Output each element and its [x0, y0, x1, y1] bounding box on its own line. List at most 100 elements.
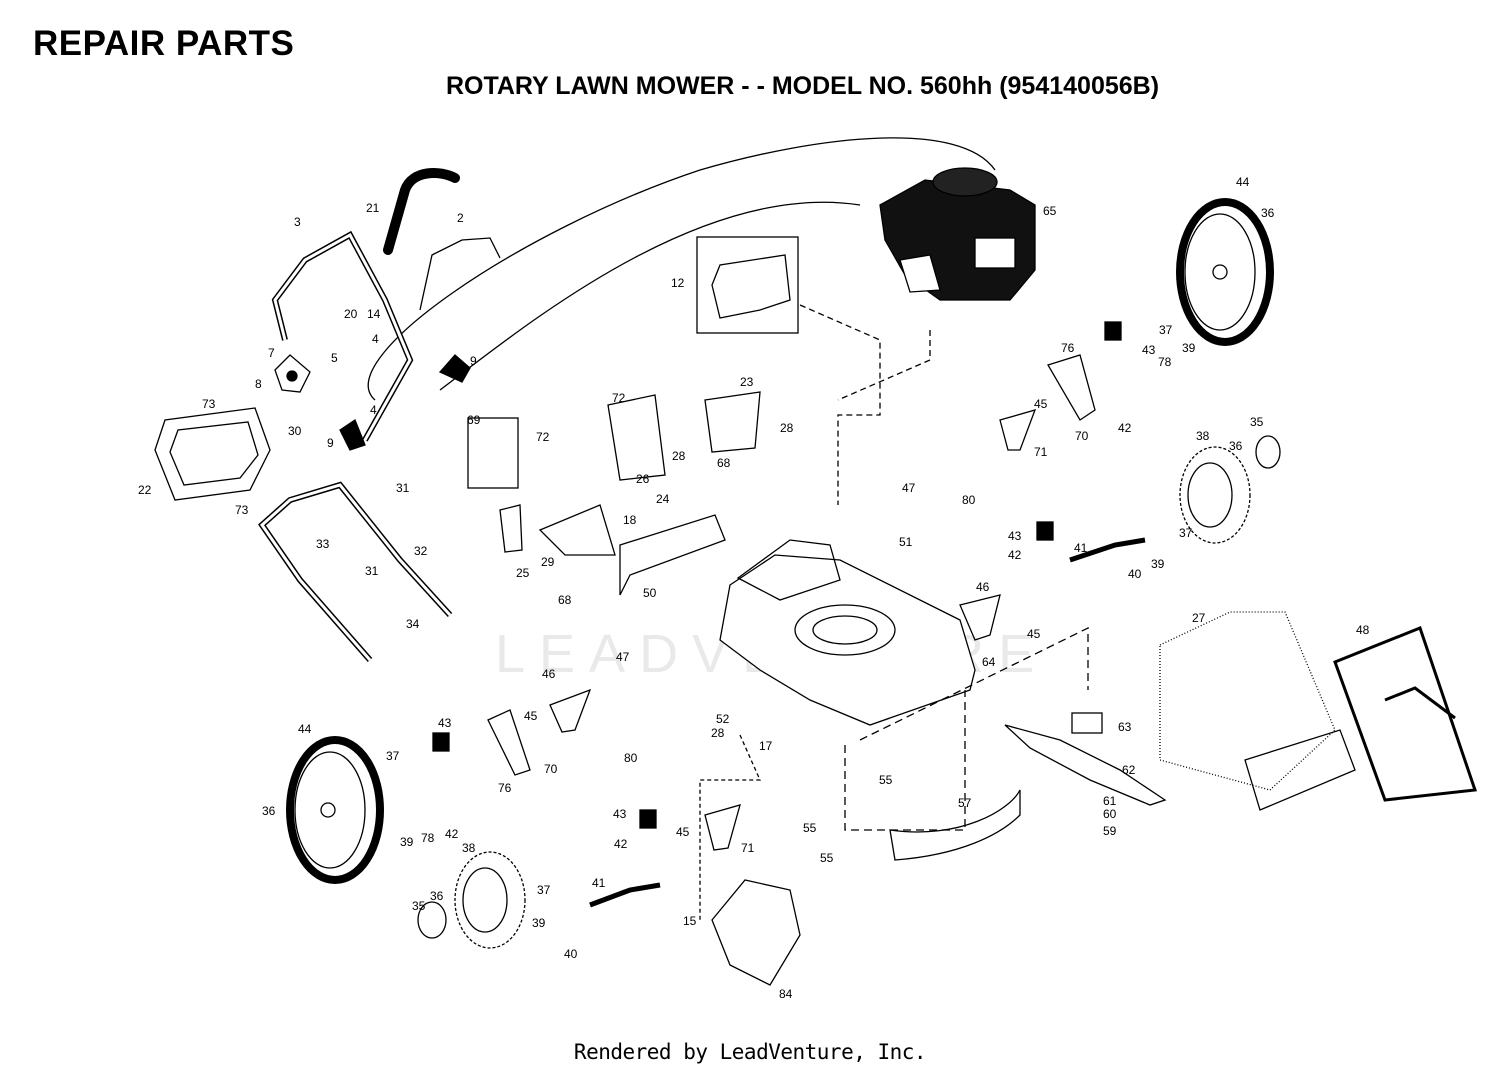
callout-label-55: 55: [820, 851, 834, 865]
part-7-bracket: [274, 354, 311, 393]
callout-label-62: 62: [1122, 763, 1136, 777]
part-41-axle-right: [1069, 537, 1146, 563]
callout-label-60: 60: [1103, 807, 1117, 821]
callout-label-45: 45: [524, 709, 538, 723]
callout-label-46: 46: [542, 667, 556, 681]
callout-label-70: 70: [1075, 429, 1089, 443]
callout-label-39: 39: [1151, 557, 1165, 571]
callout-label-78: 78: [1158, 355, 1172, 369]
callout-label-47: 47: [616, 650, 630, 664]
part-26-plate: [607, 394, 666, 481]
callout-label-30: 30: [288, 424, 302, 438]
callout-label-76: 76: [1061, 341, 1075, 355]
part-24-baffle: [619, 514, 726, 596]
callout-label-84: 84: [779, 987, 793, 1001]
callout-label-80: 80: [962, 493, 976, 507]
callout-label-63: 63: [1118, 720, 1132, 734]
callout-label-73: 73: [235, 503, 249, 517]
callout-label-36: 36: [262, 804, 276, 818]
callout-label-42: 42: [1118, 421, 1132, 435]
part-46-adjuster: [959, 594, 1001, 641]
control-cable: [439, 201, 861, 391]
callout-label-52: 52: [716, 712, 730, 726]
callout-label-22: 22: [138, 483, 152, 497]
callout-label-44: 44: [1236, 175, 1250, 189]
part-69-decal: [467, 417, 519, 489]
callout-label-37: 37: [1179, 526, 1193, 540]
part-44-rear-wheel-right: [1176, 198, 1274, 346]
callout-label-43: 43: [1142, 343, 1156, 357]
callout-label-73: 73: [202, 397, 216, 411]
part-62-blade: [1004, 724, 1167, 806]
callout-label-44: 44: [298, 722, 312, 736]
part-43-lever-upper: [1104, 321, 1122, 341]
callout-label-32: 32: [414, 544, 428, 558]
callout-label-28: 28: [711, 726, 725, 740]
callout-label-43: 43: [438, 716, 452, 730]
callout-label-34: 34: [406, 617, 420, 631]
callout-label-59: 59: [1103, 824, 1117, 838]
part-21-grip: [383, 168, 460, 255]
part-38-front-wheel-left: [454, 851, 526, 949]
callout-label-45: 45: [676, 825, 690, 839]
part-64-deck: [719, 539, 976, 726]
callout-label-36: 36: [1229, 439, 1243, 453]
callout-label-78: 78: [421, 831, 435, 845]
callout-label-31: 31: [365, 564, 379, 578]
part-12-frame: [696, 236, 799, 334]
diagram-subtitle: ROTARY LAWN MOWER - - MODEL NO. 560hh (9…: [445, 72, 1160, 100]
callout-label-69: 69: [467, 413, 481, 427]
callout-label-26: 26: [636, 472, 650, 486]
part-71-adjuster-right: [999, 409, 1037, 451]
callout-label-42: 42: [445, 827, 459, 841]
callout-label-65: 65: [1043, 204, 1057, 218]
callout-label-80: 80: [624, 751, 638, 765]
callout-label-21: 21: [366, 201, 380, 215]
callout-label-2: 2: [457, 211, 464, 225]
callout-label-47: 47: [902, 481, 916, 495]
callout-label-36: 36: [430, 889, 444, 903]
part-41-axle-left: [589, 882, 661, 908]
callout-label-7: 7: [268, 346, 275, 360]
part-46-adjuster-left: [549, 688, 592, 733]
callout-label-70: 70: [544, 762, 558, 776]
part-9-knob: [438, 354, 471, 383]
part-12-panel: [711, 254, 791, 319]
callout-label-37: 37: [386, 749, 400, 763]
callout-label-72: 72: [612, 391, 626, 405]
part-25-bracket: [499, 504, 523, 553]
callout-label-50: 50: [643, 586, 657, 600]
part-43-lever-mid: [1036, 521, 1054, 541]
part-48-bag-frame: [1333, 626, 1478, 802]
callout-label-8: 8: [255, 377, 262, 391]
callout-label-37: 37: [537, 883, 551, 897]
part-63-adapter: [1071, 712, 1103, 734]
part-57-baffle: [889, 789, 1021, 861]
callout-label-55: 55: [803, 821, 817, 835]
part-3-upper-handle: [271, 230, 414, 442]
part-76-bracket-right: [1047, 354, 1096, 421]
callout-label-55: 55: [879, 773, 893, 787]
callout-label-35: 35: [412, 899, 426, 913]
callout-label-27: 27: [1192, 611, 1206, 625]
part-2-bail: [419, 237, 501, 311]
callout-label-33: 33: [316, 537, 330, 551]
callout-label-40: 40: [564, 947, 578, 961]
callout-label-4: 4: [370, 403, 377, 417]
callout-label-45: 45: [1027, 627, 1041, 641]
part-38-front-wheel-right: [1179, 446, 1251, 544]
part-15-mulch-plug: [711, 879, 801, 986]
footer-credit: Rendered by LeadVenture, Inc.: [573, 1040, 927, 1064]
callout-label-72: 72: [536, 430, 550, 444]
part-drawings: [154, 137, 1478, 986]
callout-label-68: 68: [717, 456, 731, 470]
part-9-knob-lower: [339, 419, 366, 451]
callout-label-61: 61: [1103, 794, 1117, 808]
callout-label-25: 25: [516, 566, 530, 580]
callout-label-35: 35: [1250, 415, 1264, 429]
callout-label-5: 5: [331, 351, 338, 365]
callout-label-37: 37: [1159, 323, 1173, 337]
callout-label-38: 38: [1196, 429, 1210, 443]
